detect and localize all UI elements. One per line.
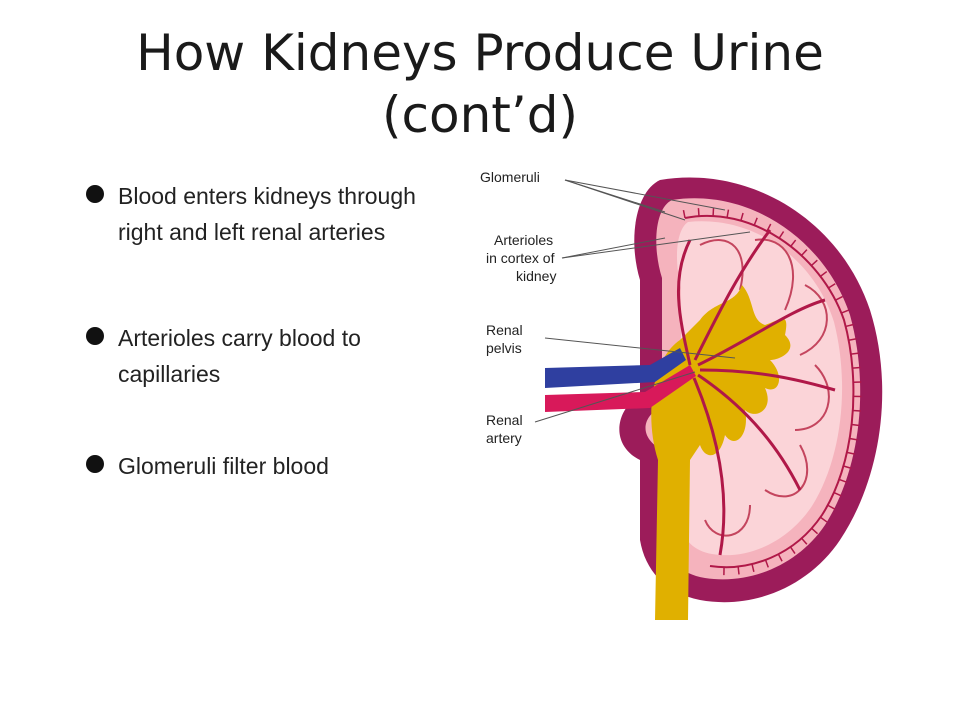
label-glomeruli: Glomeruli	[480, 169, 540, 185]
label-arterioles-1: Arterioles	[494, 232, 553, 248]
bullet-text: Blood enters kidneys through right and l…	[118, 178, 428, 250]
glomerulus-tick	[790, 239, 797, 247]
glomerulus-tick	[851, 423, 860, 427]
bullet-text: Arterioles carry blood to capillaries	[118, 320, 428, 392]
glomerulus-tick	[848, 338, 857, 341]
glomerulus-tick	[751, 563, 755, 573]
glomerulus-tick	[682, 210, 686, 219]
glomerulus-tick	[835, 295, 843, 301]
renal-vein	[545, 348, 686, 388]
label-arterioles-2: in cortex of	[486, 250, 555, 266]
label-artery-2: artery	[486, 430, 522, 446]
glomerulus-tick	[827, 504, 836, 510]
title-line-2: (cont’d)	[381, 86, 579, 144]
label-artery-1: Renal	[486, 412, 523, 428]
label-arterioles-3: kidney	[516, 268, 556, 284]
bullet-text-part: carry blood to	[215, 325, 361, 351]
glomerulus-tick	[828, 283, 836, 289]
bullet-term: Arterioles	[118, 325, 216, 351]
glomerulus-tick	[852, 409, 861, 412]
glomerulus-tick	[764, 559, 769, 568]
glomerulus-tick	[843, 465, 852, 469]
glomerulus-tick	[819, 270, 828, 277]
title-line-1: How Kidneys Produce Urine	[136, 24, 824, 82]
bullet-dot-icon	[86, 185, 104, 203]
glomerulus-tick	[852, 366, 861, 369]
label-pelvis-2: pelvis	[486, 340, 522, 356]
bullet-dot-icon	[86, 327, 104, 345]
bullet-dot-icon	[86, 455, 104, 473]
glomerulus-tick	[726, 209, 730, 218]
glomerulus-tick	[740, 212, 744, 221]
label-pelvis-1: Renal	[486, 322, 523, 338]
glomerulus-tick	[789, 546, 796, 554]
bullet-text: Glomeruli filter blood	[118, 448, 428, 484]
bullet-term: renal arteries	[250, 219, 386, 245]
glomeruli-ticks	[682, 207, 862, 576]
kidney-diagram: Glomeruli Arterioles in cortex of kidney…	[450, 160, 950, 620]
glomerulus-tick	[838, 478, 847, 483]
renal-artery	[545, 365, 696, 412]
glomerulus-tick	[811, 527, 819, 535]
glomerulus-tick	[819, 516, 828, 523]
glomerulus-tick	[800, 249, 808, 257]
glomerulus-tick	[849, 437, 858, 441]
glomerulus-tick	[737, 566, 740, 575]
glomerulus-tick	[801, 537, 808, 545]
bullet-text-part: filter blood	[216, 453, 329, 479]
glomeruli-tick-group	[682, 207, 862, 576]
glomerulus-tick	[841, 309, 850, 314]
bullet-text-part: Blood enters kidneys through right and l…	[118, 183, 416, 245]
glomerulus-tick	[810, 259, 818, 267]
glomerulus-tick	[753, 217, 758, 226]
slide-title: How Kidneys Produce Urine (cont’d)	[60, 22, 900, 146]
glomerulus-tick	[845, 323, 854, 328]
glomerulus-tick	[850, 352, 859, 355]
leader-lines	[534, 179, 751, 423]
glomerulus-tick	[778, 231, 785, 239]
glomerulus-tick	[777, 553, 783, 562]
pyramid-lines	[699, 238, 830, 537]
glomerulus-tick	[766, 223, 772, 232]
glomerulus-tick	[846, 451, 855, 455]
glomerulus-tick	[833, 491, 842, 497]
glomerulus-tick	[697, 208, 700, 217]
kidney-illustration: Glomeruli Arterioles in cortex of kidney…	[480, 169, 883, 620]
bullet-term: capillaries	[118, 361, 221, 387]
bullet-term: Glomeruli	[118, 453, 217, 479]
